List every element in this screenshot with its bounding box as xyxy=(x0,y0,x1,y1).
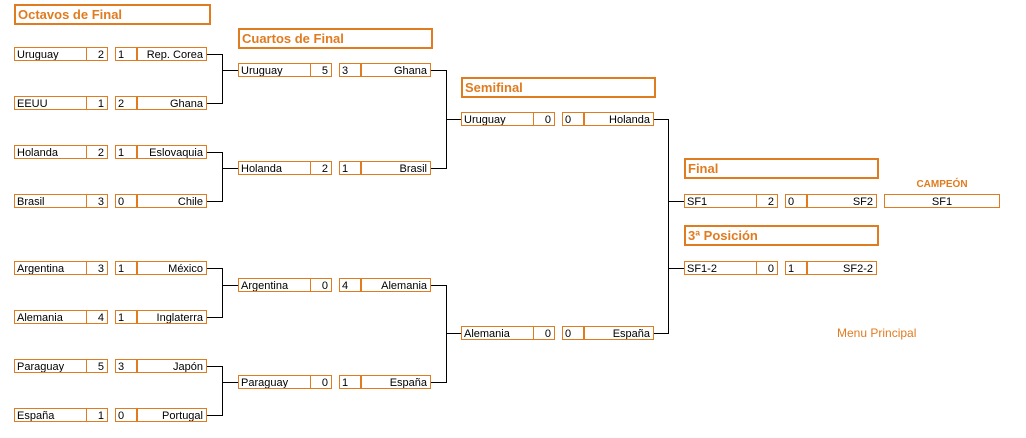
conn-o3-bot xyxy=(207,317,222,318)
champion-label: CAMPEÓN xyxy=(916,179,968,190)
conn-s-vert xyxy=(668,119,669,334)
cuartos-match-2-score2: 1 xyxy=(339,161,361,175)
conn-o3-vert xyxy=(222,268,223,318)
octavos-match-3-team2: Eslovaquia xyxy=(137,145,207,159)
conn-c1-top xyxy=(431,70,446,71)
cuartos-match-3-score1: 0 xyxy=(310,278,332,292)
final-match-team1: SF1 xyxy=(684,194,777,208)
conn-c1-bot xyxy=(431,168,446,169)
octavos-match-2-team2: Ghana xyxy=(137,96,207,110)
tercero-match-score2: 1 xyxy=(785,261,807,275)
cuartos-match-4-team1: Paraguay xyxy=(238,375,331,389)
octavos-match-1-score2: 1 xyxy=(115,47,137,61)
octavos-match-1-team2: Rep. Corea xyxy=(137,47,207,61)
conn-c2-top xyxy=(431,285,446,286)
menu-principal-link[interactable]: Menu Principal xyxy=(837,326,917,340)
octavos-match-7-team1: Paraguay xyxy=(14,359,107,373)
cuartos-match-4-team2: España xyxy=(361,375,431,389)
final-match-score1: 2 xyxy=(756,194,778,208)
tercero-match-score1: 0 xyxy=(756,261,778,275)
conn-o2-bot xyxy=(207,201,222,202)
conn-o4-out xyxy=(222,382,238,383)
header-tercero: 3ª Posición xyxy=(684,225,879,246)
octavos-match-7-team2: Japón xyxy=(137,359,207,373)
conn-c2-vert xyxy=(446,285,447,383)
cuartos-match-1-score2: 3 xyxy=(339,63,361,77)
octavos-match-5-team2: México xyxy=(137,261,207,275)
octavos-match-7-score2: 3 xyxy=(115,359,137,373)
conn-o2-vert xyxy=(222,152,223,202)
conn-o3-top xyxy=(207,268,222,269)
octavos-match-5-score2: 1 xyxy=(115,261,137,275)
cuartos-match-2-team1: Holanda xyxy=(238,161,331,175)
conn-c1-out xyxy=(446,119,461,120)
conn-o3-out xyxy=(222,285,238,286)
conn-s-bot xyxy=(654,333,668,334)
octavos-match-2-score2: 2 xyxy=(115,96,137,110)
semifinal-match-2-score1: 0 xyxy=(533,326,555,340)
cuartos-match-3-team1: Argentina xyxy=(238,278,331,292)
champion-team: SF1 xyxy=(884,194,1000,208)
octavos-match-8-team2: Portugal xyxy=(137,408,207,422)
semifinal-match-1-score2: 0 xyxy=(562,112,584,126)
cuartos-match-1-team2: Ghana xyxy=(361,63,431,77)
conn-o1-out xyxy=(222,70,238,71)
conn-o1-top xyxy=(207,54,222,55)
header-octavos: Octavos de Final xyxy=(14,4,211,25)
conn-s-final xyxy=(668,201,684,202)
octavos-match-3-score2: 1 xyxy=(115,145,137,159)
octavos-match-2-team1: EEUU xyxy=(14,96,107,110)
cuartos-match-2-team2: Brasil xyxy=(361,161,431,175)
conn-c2-bot xyxy=(431,382,446,383)
header-final: Final xyxy=(684,158,879,179)
cuartos-match-3-team2: Alemania xyxy=(361,278,431,292)
octavos-match-6-score2: 1 xyxy=(115,310,137,324)
octavos-match-7-score1: 5 xyxy=(86,359,108,373)
conn-s-top xyxy=(654,119,668,120)
header-semifinal: Semifinal xyxy=(461,77,656,98)
conn-o1-vert xyxy=(222,54,223,104)
octavos-match-4-score1: 3 xyxy=(86,194,108,208)
cuartos-match-1-score1: 5 xyxy=(310,63,332,77)
tercero-match-team2: SF2-2 xyxy=(807,261,877,275)
octavos-match-1-score1: 2 xyxy=(86,47,108,61)
cuartos-match-3-score2: 4 xyxy=(339,278,361,292)
octavos-match-5-score1: 3 xyxy=(86,261,108,275)
conn-o2-out xyxy=(222,168,238,169)
final-match-team2: SF2 xyxy=(807,194,877,208)
octavos-match-8-score2: 0 xyxy=(115,408,137,422)
conn-o4-top xyxy=(207,366,222,367)
conn-c2-out xyxy=(446,333,461,334)
conn-o4-bot xyxy=(207,415,222,416)
cuartos-match-4-score1: 0 xyxy=(310,375,332,389)
octavos-match-8-score1: 1 xyxy=(86,408,108,422)
final-match-score2: 0 xyxy=(785,194,807,208)
header-cuartos: Cuartos de Final xyxy=(238,28,433,49)
cuartos-match-4-score2: 1 xyxy=(339,375,361,389)
conn-o2-top xyxy=(207,152,222,153)
conn-o1-bot xyxy=(207,103,222,104)
semifinal-match-1-team2: Holanda xyxy=(584,112,654,126)
conn-o4-vert xyxy=(222,366,223,416)
octavos-match-4-score2: 0 xyxy=(115,194,137,208)
semifinal-match-2-team2: España xyxy=(584,326,654,340)
octavos-match-6-team2: Inglaterra xyxy=(137,310,207,324)
octavos-match-2-score1: 1 xyxy=(86,96,108,110)
octavos-match-6-score1: 4 xyxy=(86,310,108,324)
octavos-match-3-score1: 2 xyxy=(86,145,108,159)
cuartos-match-2-score1: 2 xyxy=(310,161,332,175)
conn-s-tercero xyxy=(668,268,684,269)
cuartos-match-1-team1: Uruguay xyxy=(238,63,331,77)
octavos-match-4-team2: Chile xyxy=(137,194,207,208)
semifinal-match-1-score1: 0 xyxy=(533,112,555,126)
semifinal-match-2-score2: 0 xyxy=(562,326,584,340)
